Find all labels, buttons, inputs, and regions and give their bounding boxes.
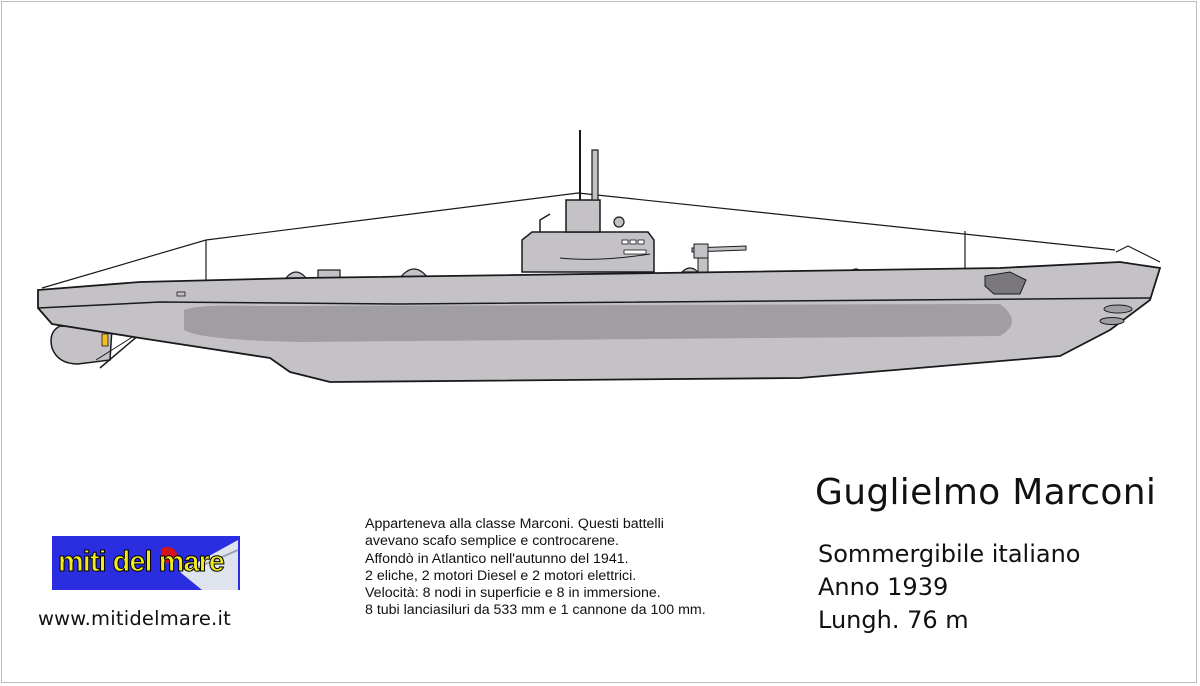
spec-year: Anno 1939 [818, 573, 949, 601]
description-line: 8 tubi lanciasiluri da 533 mm e 1 cannon… [365, 602, 706, 619]
description-line: avevano scafo semplice e controcarene. [365, 533, 619, 550]
submarine-name: Guglielmo Marconi [815, 472, 1157, 513]
propeller [101, 333, 109, 347]
submarine-profile-drawing [37, 130, 1162, 383]
conning-tower [521, 130, 655, 273]
website-url: www.mitidelmare.it [38, 607, 231, 630]
description-line: Velocità: 8 nodi in superficie e 8 in im… [365, 585, 661, 602]
propeller-strut [99, 333, 141, 369]
description-line: Apparteneva alla classe Marconi. Questi … [365, 516, 664, 532]
logo-text: miti del mare [58, 546, 226, 579]
hull-waterline [37, 297, 1151, 309]
bow-anchor-recess [984, 271, 1027, 295]
description-line: 2 eliche, 2 motori Diesel e 2 motori ele… [365, 567, 637, 584]
deck-gun [691, 243, 747, 273]
logo-graphic [160, 540, 239, 590]
hull-lower-shading [184, 304, 1012, 342]
antenna-wires [41, 192, 1116, 289]
specs-block: Sommergibile italiano Anno 1939 Lungh. 7… [818, 538, 1080, 637]
logo: miti del mare [52, 536, 240, 590]
spec-length: Lungh. 76 m [818, 606, 969, 634]
spec-type: Sommergibile italiano [818, 540, 1081, 568]
description-block: Apparteneva alla classe Marconi. Questi … [365, 516, 706, 620]
rudder [50, 325, 113, 365]
description-line: Affondò in Atlantico nell'autunno del 19… [365, 550, 629, 567]
